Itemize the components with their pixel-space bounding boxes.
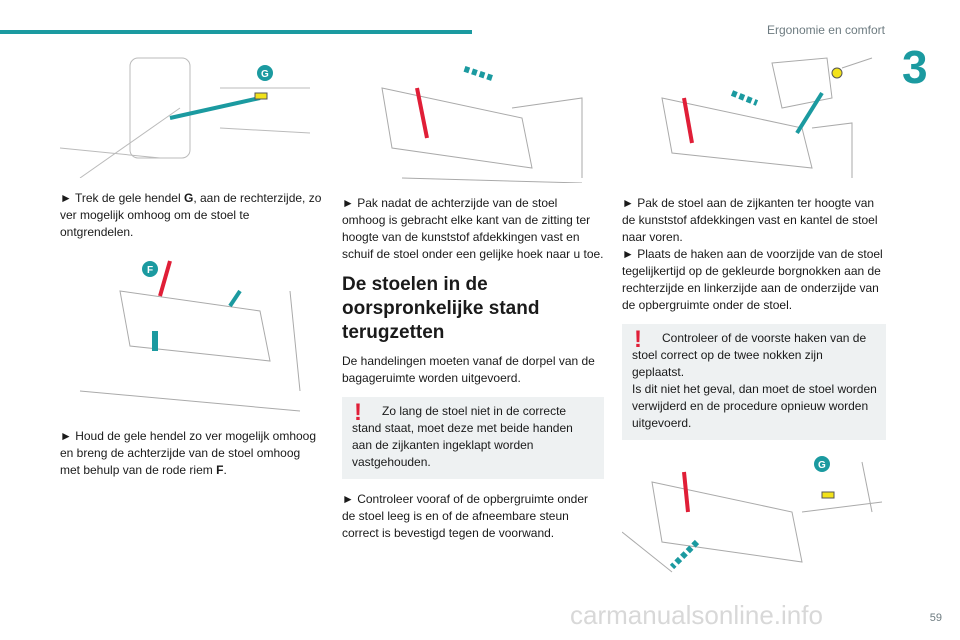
label-f: F [147, 265, 153, 276]
column-left: G ► Trek de gele hendel G, aan de rechte… [60, 48, 322, 489]
seat-hook-illustration [661, 57, 873, 178]
paragraph: ► Controleer vooraf of de opbergruimte o… [342, 492, 589, 540]
column-middle: ► Pak nadat de achterzijde van de stoel … [342, 48, 604, 552]
page-number: 59 [929, 612, 942, 624]
section-heading: De stoelen in de oorspronkelijke stand t… [342, 274, 540, 343]
warning-box: ! Controleer of de voorste haken van de … [622, 324, 886, 440]
warning-icon: ! [354, 399, 362, 426]
paragraph: ► Pak de stoel aan de zijkanten ter hoog… [622, 196, 883, 312]
seat-lock-illustration: G [622, 456, 883, 573]
seat-slide-illustration [381, 65, 583, 183]
label-g: G [261, 69, 269, 80]
seat-lever-illustration: G [60, 57, 311, 178]
label-g: G [818, 460, 826, 471]
header-bar [0, 30, 472, 34]
section-title: Ergonomie en comfort [766, 23, 885, 37]
watermark: carmanualsonline.info [570, 600, 823, 630]
column-right: ► Pak de stoel aan de zijkanten ter hoog… [622, 48, 886, 589]
paragraph: De handelingen moeten vanaf de dorpel va… [342, 354, 595, 385]
chapter-number: 3 [902, 41, 928, 93]
paragraph: ► Houd de gele hendel zo ver mogelijk om… [60, 429, 317, 477]
paragraph: ► Trek de gele hendel G, aan de rechterz… [60, 191, 322, 239]
paragraph: ► Pak nadat de achterzijde van de stoel … [342, 196, 604, 261]
warning-box: ! Zo lang de stoel niet in de correcte s… [342, 397, 604, 479]
warning-icon: ! [634, 326, 642, 353]
seat-strap-illustration: F [79, 260, 301, 412]
